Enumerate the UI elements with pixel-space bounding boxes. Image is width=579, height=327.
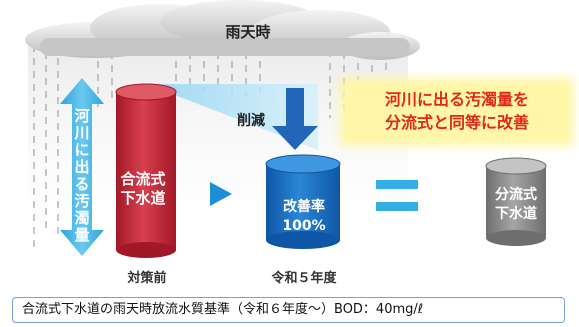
pollution-load-label: 河川に出る汚濁量 [74, 107, 90, 244]
reduction-label: 削減 [237, 113, 265, 129]
rain-title: 雨天時 [225, 23, 271, 41]
double-arrow-icon [60, 78, 104, 256]
caption-after: 令和５年度 [271, 271, 337, 286]
improved-sewer-cylinder [265, 154, 341, 249]
combined-sewer-cylinder [115, 83, 177, 258]
improvement-rate-label: 改善率 100% [282, 199, 326, 234]
equals-icon [376, 180, 418, 211]
standard-box [12, 297, 565, 323]
down-arrow-icon [272, 88, 318, 150]
cloud-icon [25, 0, 420, 60]
callout-background [346, 84, 568, 140]
callout-text: 河川に出る汚濁量を 分流式と同等に改善 [384, 90, 529, 132]
right-arrow-icon [210, 182, 232, 206]
standard-text: 合流式下水道の雨天時放流水質基準（令和６年度～）BOD：40mg/ℓ [22, 302, 424, 317]
reduction-wedge [146, 84, 318, 150]
diagram-illustration [25, 0, 547, 260]
combined-sewer-label: 合流式 下水道 [120, 170, 166, 207]
separate-sewer-cylinder [485, 157, 547, 246]
separate-sewer-label: 分流式 下水道 [495, 187, 537, 222]
caption-before: 対策前 [127, 271, 167, 286]
